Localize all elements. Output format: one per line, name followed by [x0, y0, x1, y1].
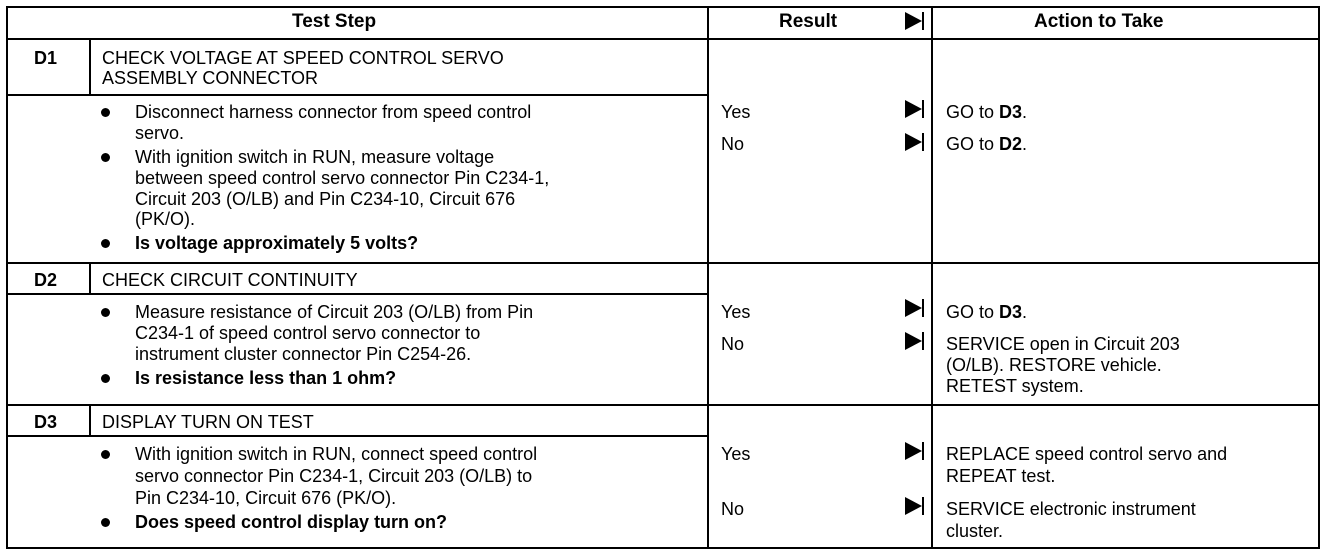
d1-result-no: No	[721, 134, 745, 154]
d2-no-arrow-icon	[905, 332, 922, 350]
d3-title-rule	[6, 435, 709, 437]
d2-bullet1-line2: C234-1 of speed control servo connector …	[135, 323, 481, 343]
d3-action-yes-line1: REPLACE speed control servo and	[946, 444, 1228, 464]
step-id-d3: D3	[34, 412, 58, 432]
d2-top-rule	[6, 262, 1320, 264]
step-id-d1: D1	[34, 48, 58, 68]
d3-result-no: No	[721, 499, 745, 519]
d1-bullet2-line3: Circuit 203 (O/LB) and Pin C234-10, Circ…	[135, 189, 516, 209]
d3-no-arrow-icon	[905, 497, 922, 515]
d3-action-yes-line2: REPEAT test.	[946, 466, 1056, 486]
d2-result-yes: Yes	[721, 302, 751, 322]
d3-no-arrow-bar	[922, 497, 924, 515]
bullet-icon	[101, 308, 110, 317]
header-action: Action to Take	[1034, 11, 1164, 32]
d1-yes-arrow-bar	[922, 100, 924, 118]
d3-id-rule	[89, 404, 91, 435]
d3-action-no-line2: cluster.	[946, 521, 1004, 541]
bullet-icon	[101, 518, 110, 527]
d3-bullet1-line1: With ignition switch in RUN, connect spe…	[135, 444, 538, 464]
step-title-d3: DISPLAY TURN ON TEST	[102, 412, 314, 432]
header-test-step: Test Step	[292, 11, 377, 32]
d1-action-no: GO to D2.	[946, 134, 1028, 154]
d2-yes-arrow-bar	[922, 299, 924, 317]
bullet-icon	[101, 374, 110, 383]
d2-action-no-line2: (O/LB). RESTORE vehicle.	[946, 355, 1162, 375]
d3-result-yes: Yes	[721, 444, 751, 464]
d1-action-yes: GO to D3.	[946, 102, 1028, 122]
d3-yes-arrow-bar	[922, 442, 924, 460]
d2-action-no-line3: RETEST system.	[946, 376, 1084, 396]
d2-result-no: No	[721, 334, 745, 354]
d1-bullet3-line1: Is voltage approximately 5 volts?	[135, 233, 419, 253]
d2-id-rule	[89, 262, 91, 293]
d2-bullet1-line3: instrument cluster connector Pin C254-26…	[135, 344, 472, 364]
step-title-d1-line1: CHECK VOLTAGE AT SPEED CONTROL SERVO	[102, 48, 504, 68]
d1-bullet2-line1: With ignition switch in RUN, measure vol…	[135, 147, 495, 167]
header-bottom-rule	[6, 38, 1320, 40]
d1-yes-arrow-icon	[905, 100, 922, 118]
d1-bullet1-line1: Disconnect harness connector from speed …	[135, 102, 532, 122]
d3-bullet2-line1: Does speed control display turn on?	[135, 512, 448, 532]
step-title-d2: CHECK CIRCUIT CONTINUITY	[102, 270, 358, 290]
d2-bullet2-line1: Is resistance less than 1 ohm?	[135, 368, 397, 388]
d1-bullet1-line2: servo.	[135, 123, 185, 143]
d1-no-arrow-bar	[922, 133, 924, 151]
step-id-d2: D2	[34, 270, 58, 290]
d2-no-arrow-bar	[922, 332, 924, 350]
d3-top-rule	[6, 404, 1320, 406]
d1-no-arrow-icon	[905, 133, 922, 151]
d3-bullet1-line3: Pin C234-10, Circuit 676 (PK/O).	[135, 488, 397, 508]
d1-bullet2-line4: (PK/O).	[135, 209, 196, 229]
bullet-icon	[101, 239, 110, 248]
d1-bullet2-line2: between speed control servo connector Pi…	[135, 168, 550, 188]
d2-action-yes: GO to D3.	[946, 302, 1028, 322]
bullet-icon	[101, 108, 110, 117]
step-title-d1-line2: ASSEMBLY CONNECTOR	[102, 68, 319, 88]
col-rule-step	[707, 6, 709, 549]
diagnostic-table	[6, 6, 1320, 549]
d3-action-no-line1: SERVICE electronic instrument	[946, 499, 1196, 519]
d3-yes-arrow-icon	[905, 442, 922, 460]
header-result: Result	[779, 11, 838, 32]
d2-title-rule	[6, 293, 709, 295]
header-arrow-bar	[922, 12, 924, 30]
d2-action-no-line1: SERVICE open in Circuit 203	[946, 334, 1180, 354]
col-rule-result	[931, 6, 933, 549]
d1-title-rule	[6, 94, 709, 96]
d1-result-yes: Yes	[721, 102, 751, 122]
d2-yes-arrow-icon	[905, 299, 922, 317]
d3-bullet1-line2: servo connector Pin C234-1, Circuit 203 …	[135, 466, 533, 486]
d1-id-rule	[89, 38, 91, 94]
header-arrow-icon	[905, 12, 922, 30]
bullet-icon	[101, 153, 110, 162]
bullet-icon	[101, 450, 110, 459]
d2-bullet1-line1: Measure resistance of Circuit 203 (O/LB)…	[135, 302, 534, 322]
